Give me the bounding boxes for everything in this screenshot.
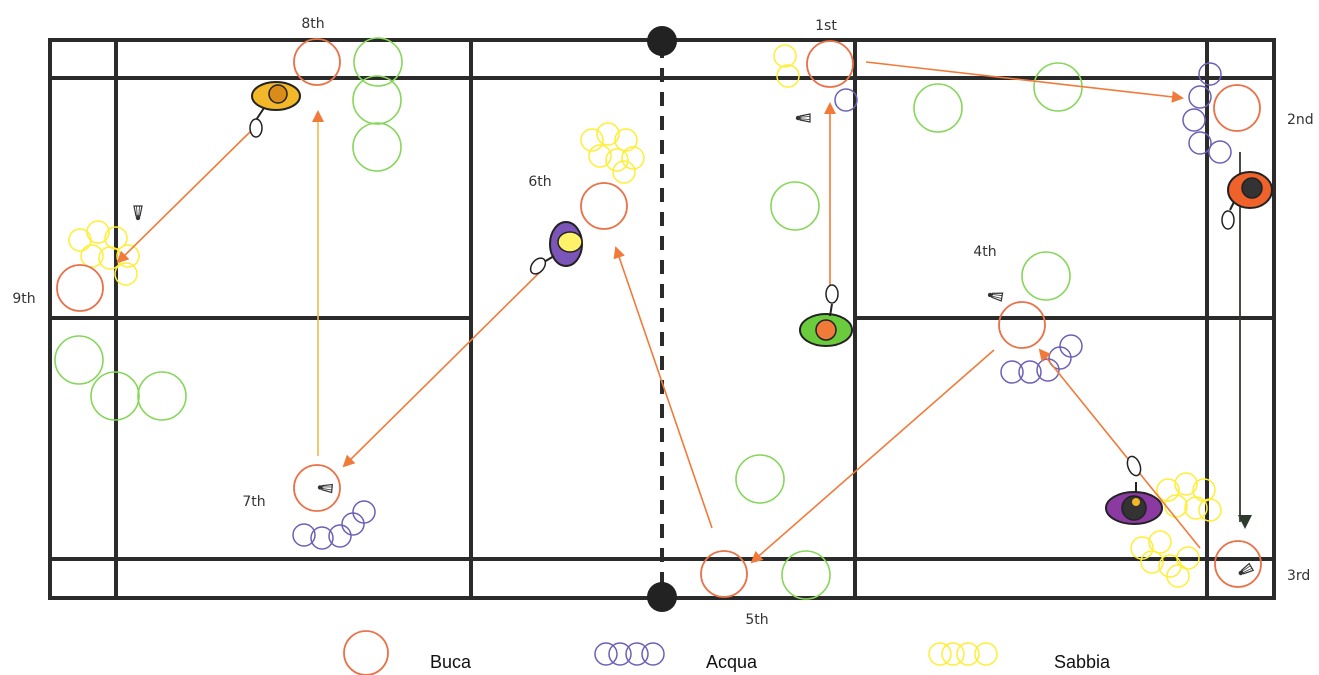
water-hazards <box>293 63 1231 549</box>
hole-9-label: 9th <box>12 291 35 307</box>
tree-circle <box>138 372 186 420</box>
legend-sand-icon <box>929 643 997 665</box>
legend: Buca Acqua Sabbia <box>344 631 1111 675</box>
net-post-top <box>647 26 677 56</box>
player-figure-8th <box>250 82 300 137</box>
tree-circle <box>771 182 819 230</box>
hole-3-circle <box>1215 541 1261 587</box>
hole-8-label: 8th <box>301 16 324 32</box>
water-circle <box>1183 109 1205 131</box>
shuttlecock-icon <box>1237 564 1253 578</box>
path-8-to-9-arrow <box>118 128 254 262</box>
net-post-bottom <box>647 582 677 612</box>
tree-circle <box>736 455 784 503</box>
path-6-to-7-arrow <box>344 272 540 466</box>
hole-6-label: 6th <box>528 174 551 190</box>
water-circle <box>1199 63 1221 85</box>
path-4-to-5-arrow <box>752 350 994 562</box>
hole-1-circle <box>807 41 853 87</box>
hole-1-label: 1st <box>815 18 837 34</box>
legend-hole-icon <box>344 631 388 675</box>
legend-hole-label: Buca <box>430 652 472 672</box>
tree-circle <box>353 123 401 171</box>
shuttlecock-icon <box>134 206 142 220</box>
sand-circle <box>774 45 796 67</box>
shuttlecock-icon <box>317 483 332 492</box>
sand-circle <box>1149 531 1171 553</box>
water-circle <box>342 513 364 535</box>
tree-circle <box>914 84 962 132</box>
hole-5-label: 5th <box>745 612 768 628</box>
tree-circle <box>1034 63 1082 111</box>
tree-circle <box>55 336 103 384</box>
tree-circle <box>353 76 401 124</box>
water-circle <box>353 501 375 523</box>
shuttlecock-icon <box>987 291 1002 301</box>
player-figure-1st <box>800 285 852 346</box>
hole-2-circle <box>1214 85 1260 131</box>
water-circle <box>1209 141 1231 163</box>
legend-sand-label: Sabbia <box>1054 652 1111 672</box>
legend-water-icon <box>595 643 664 665</box>
hole-7-circle <box>294 465 340 511</box>
shuttlecock-icon <box>796 114 810 122</box>
hole-4-circle <box>999 302 1045 348</box>
sand-circle <box>1167 565 1189 587</box>
hole-4-label: 4th <box>973 244 996 260</box>
sand-circle <box>606 149 628 171</box>
hole-3-label: 3rd <box>1287 568 1310 584</box>
sand-circle <box>1199 499 1221 521</box>
water-circle <box>1060 335 1082 357</box>
hole-6-circle <box>581 183 627 229</box>
legend-water-label: Acqua <box>706 652 758 672</box>
hole-9-circle <box>57 265 103 311</box>
shot-paths <box>118 62 1240 562</box>
hole-7-label: 7th <box>242 494 265 510</box>
player-figure-2nd <box>1222 172 1272 229</box>
player-figure-6th <box>528 222 582 277</box>
hole-2-label: 2nd <box>1287 112 1314 128</box>
player-figure-3rd <box>1106 455 1162 524</box>
tree-circle <box>1022 252 1070 300</box>
